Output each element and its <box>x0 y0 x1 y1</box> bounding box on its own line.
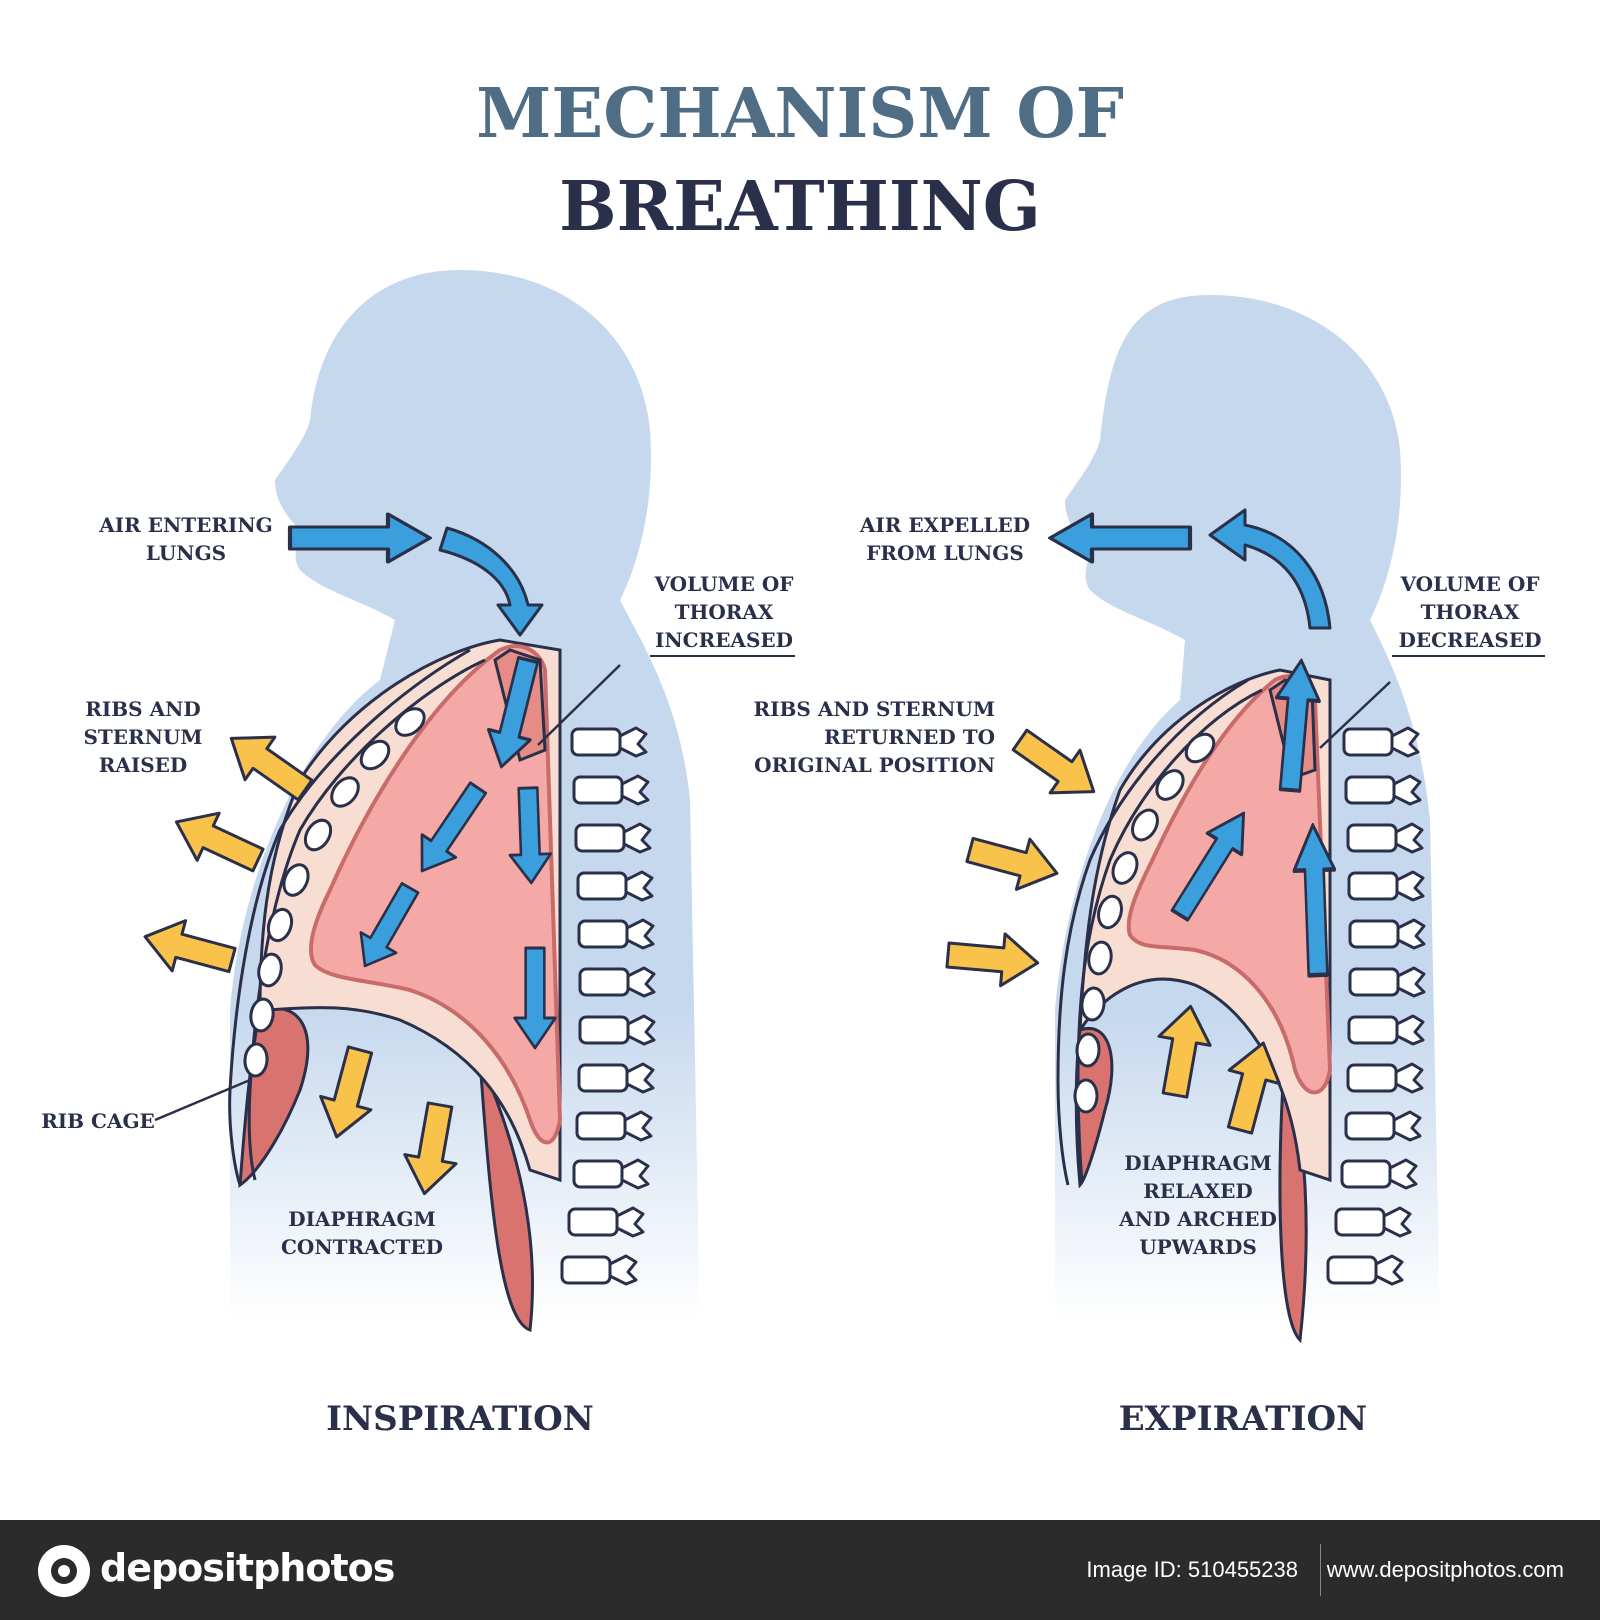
expiration-air-label-2: FROM LUNGS <box>866 541 1024 565</box>
expiration-air-arrow-curve <box>1208 508 1332 630</box>
inspiration-ribs-label-1: RIBS AND <box>85 697 200 721</box>
expiration-ribs-label-3: ORIGINAL POSITION <box>754 753 995 777</box>
expiration-diaphragm-label-3: AND ARCHED <box>1118 1207 1277 1231</box>
footer-image-id: Image ID: 510455238 <box>1086 1557 1298 1582</box>
inspiration-volume-leader <box>537 664 621 746</box>
footer-site-link[interactable]: www.depositphotos.com <box>1326 1557 1564 1582</box>
inspiration-figure: AIR ENTERING LUNGS VOLUME OF THORAX INCR… <box>41 270 795 1439</box>
inspiration-rib-arrow-2 <box>163 796 271 886</box>
expiration-caption: EXPIRATION <box>1119 1399 1367 1439</box>
footer-brand[interactable]: depositphotos <box>100 1546 395 1590</box>
inspiration-diaphragm-label-2: CONTRACTED <box>281 1235 443 1259</box>
expiration-volume-leader <box>1319 681 1391 749</box>
expiration-rib-cage <box>1056 678 1263 1186</box>
inspiration-diaphragm-label-1: DIAPHRAGM <box>288 1207 436 1231</box>
inspiration-volume-label-2: THORAX <box>675 600 774 624</box>
inspiration-lung <box>308 644 563 1145</box>
inspiration-air-arrow-curve <box>438 526 544 637</box>
expiration-rib-arrow-2 <box>961 823 1066 900</box>
title-line-1: MECHANISM OF <box>476 74 1124 154</box>
expiration-volume-label-3: DECREASED <box>1399 628 1542 652</box>
inspiration-diaphragm-crus <box>478 1059 535 1333</box>
inspiration-ribcage-label: RIB CAGE <box>41 1109 155 1133</box>
inspiration-air-label-2: LUNGS <box>146 541 226 565</box>
footer-divider <box>1320 1544 1321 1596</box>
expiration-rib-arrow-3 <box>944 927 1042 991</box>
inspiration-ribs-label-2: STERNUM <box>83 725 202 749</box>
inspiration-ribs-label-3: RAISED <box>99 753 188 777</box>
inspiration-air-label-1: AIR ENTERING <box>98 513 272 537</box>
expiration-diaphragm-label-1: DIAPHRAGM <box>1124 1151 1272 1175</box>
title-line-2: BREATHING <box>559 167 1041 247</box>
inspiration-rib-arrow-3 <box>136 910 241 987</box>
expiration-air-label-1: AIR EXPELLED <box>859 513 1030 537</box>
inspiration-caption: INSPIRATION <box>326 1399 594 1439</box>
expiration-diaphragm-label-2: RELAXED <box>1143 1179 1253 1203</box>
inspiration-volume-label-1: VOLUME OF <box>654 572 794 596</box>
inspiration-volume-label-3: INCREASED <box>655 628 793 652</box>
footer-bar: depositphotos Image ID: 510455238 www.de… <box>0 1520 1600 1620</box>
expiration-volume-label-2: THORAX <box>1421 600 1520 624</box>
breathing-diagram: MECHANISM OF BREATHING <box>41 74 1545 1439</box>
expiration-volume-label-1: VOLUME OF <box>1400 572 1540 596</box>
inspiration-rib-cage <box>228 648 486 1186</box>
inspiration-ribcage-leader <box>154 1078 251 1122</box>
expiration-figure: AIR EXPELLED FROM LUNGS VOLUME OF THORAX… <box>754 295 1545 1439</box>
expiration-ribs-label-1: RIBS AND STERNUM <box>754 697 995 721</box>
expiration-diaphragm-label-4: UPWARDS <box>1139 1235 1257 1259</box>
expiration-ribs-label-2: RETURNED TO <box>824 725 995 749</box>
expiration-rib-arrow-1 <box>1003 717 1111 815</box>
camera-logo-icon <box>38 1545 90 1597</box>
